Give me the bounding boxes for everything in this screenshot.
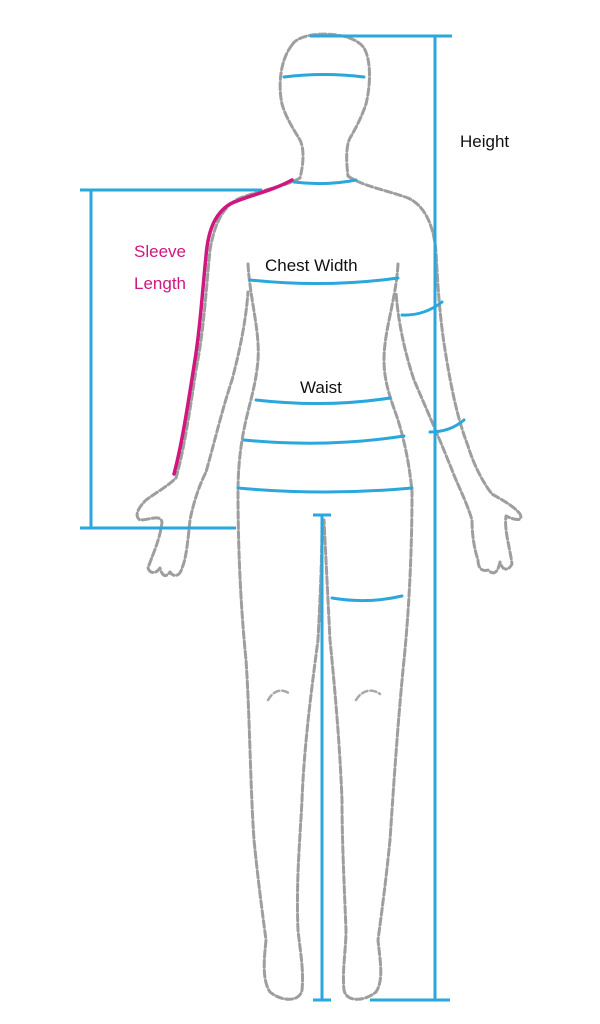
sleeve-label-line1: Sleeve [134, 242, 186, 261]
height-label: Height [460, 132, 510, 151]
right-arm-outline [346, 174, 523, 575]
head-outline [278, 32, 371, 180]
thigh-measure [330, 594, 404, 603]
sleeve-label-line2: Length [134, 274, 186, 293]
neck-measure [292, 178, 358, 186]
left-arm-outline [135, 176, 302, 577]
knee-outline [266, 689, 382, 702]
chest-measure [248, 276, 400, 286]
head-measure [282, 73, 366, 79]
left-torso-outline [236, 262, 324, 1001]
body-outline [135, 32, 523, 1001]
sleeve-length-measure [172, 178, 294, 476]
right-torso-outline [322, 262, 414, 1001]
waist-measure [254, 396, 392, 406]
waist-label: Waist [300, 378, 342, 397]
forearm-measure [428, 418, 466, 434]
lower-hip-measure [236, 486, 414, 494]
upper-arm-measure [400, 300, 444, 317]
hip-measure [242, 434, 406, 445]
measurement-guides [80, 34, 466, 1002]
chest-width-label: Chest Width [265, 256, 358, 275]
